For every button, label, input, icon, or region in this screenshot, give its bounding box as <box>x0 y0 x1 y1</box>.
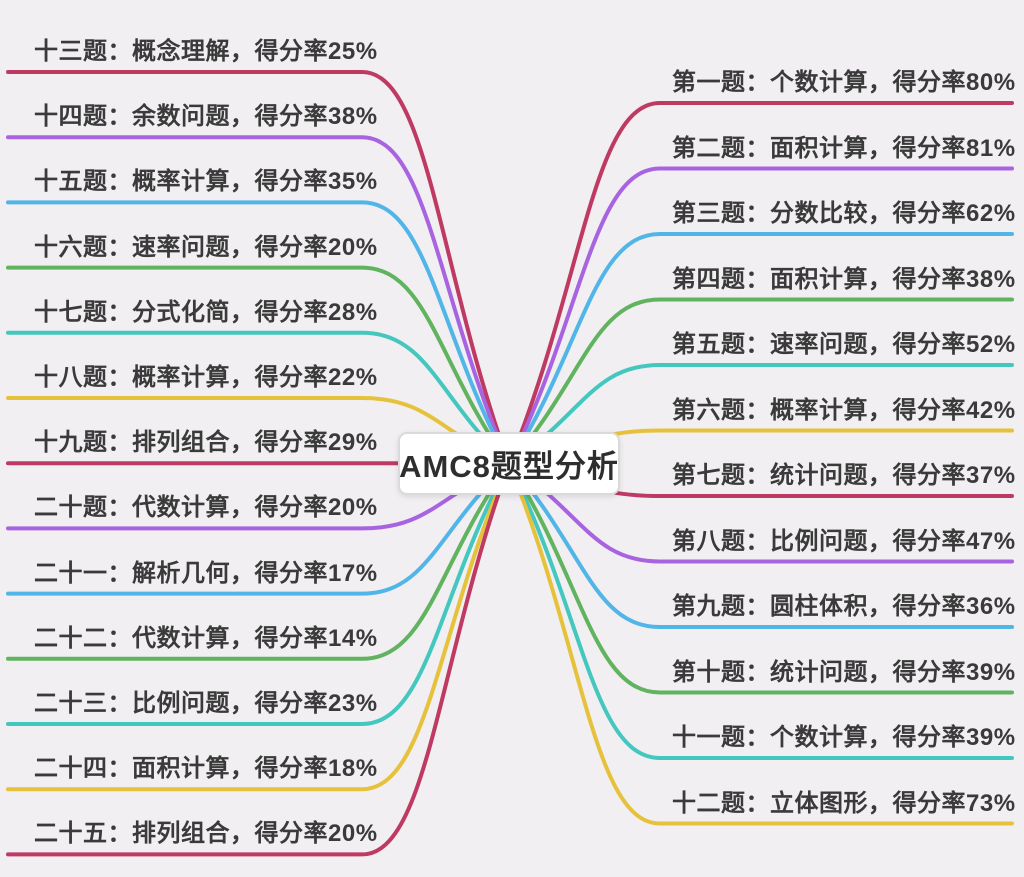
branch-label-right-12[interactable]: 十二题：立体图形，得分率73% <box>672 789 1016 817</box>
branch-label-left-7[interactable]: 十九题：排列组合，得分率29% <box>34 429 378 457</box>
branch-line-left-12 <box>6 462 511 792</box>
branch-label-right-6[interactable]: 第六题：概率计算，得分率42% <box>672 396 1016 424</box>
branch-label-right-10[interactable]: 第十题：统计问题，得分率39% <box>672 658 1016 686</box>
branch-label-right-9[interactable]: 第九题：圆柱体积，得分率36% <box>672 593 1016 620</box>
branch-label-right-1[interactable]: 第一题：个数计算，得分率80% <box>672 69 1016 96</box>
branch-line-right-11 <box>507 462 1014 760</box>
branch-line-right-10 <box>507 462 1014 695</box>
central-topic-label: AMC8题型分析 <box>399 449 619 484</box>
branch-label-left-10[interactable]: 二十二：代数计算，得分率14% <box>34 624 378 652</box>
branch-line-right-2 <box>507 166 1014 466</box>
branch-label-right-3[interactable]: 第三题：分数比较，得分率62% <box>672 200 1016 227</box>
branch-label-left-8[interactable]: 二十题：代数计算，得分率20% <box>34 494 378 522</box>
branch-line-left-10 <box>6 462 511 661</box>
branch-line-left-3 <box>6 200 511 466</box>
branch-line-right-4 <box>507 297 1014 466</box>
branch-line-right-9 <box>507 462 1014 629</box>
branch-label-left-2[interactable]: 十四题：余数问题，得分率38% <box>34 103 378 131</box>
branch-label-right-11[interactable]: 十一题：个数计算，得分率39% <box>672 724 1016 751</box>
branch-label-left-6[interactable]: 十八题：概率计算，得分率22% <box>34 364 378 391</box>
branch-label-left-4[interactable]: 十六题：速率问题，得分率20% <box>34 233 378 261</box>
central-topic[interactable]: AMC8题型分析 <box>398 432 620 495</box>
branch-label-left-1[interactable]: 十三题：概念理解，得分率25% <box>34 38 378 65</box>
branch-label-right-5[interactable]: 第五题：速率问题，得分率52% <box>672 331 1016 358</box>
branch-line-left-1 <box>6 70 511 466</box>
branch-line-left-13 <box>6 462 511 857</box>
branch-label-left-3[interactable]: 十五题：概率计算，得分率35% <box>34 168 378 196</box>
branch-line-right-3 <box>507 232 1014 466</box>
branch-line-left-11 <box>6 462 511 726</box>
branch-label-right-2[interactable]: 第二题：面积计算，得分率81% <box>672 134 1016 162</box>
branch-label-left-11[interactable]: 二十三：比例问题，得分率23% <box>34 690 378 717</box>
branch-label-left-9[interactable]: 二十一：解析几何，得分率17% <box>34 559 378 587</box>
branch-line-right-12 <box>507 462 1014 826</box>
branch-label-right-7[interactable]: 第七题：统计问题，得分率37% <box>672 462 1016 489</box>
branch-line-left-4 <box>6 265 511 466</box>
branch-label-left-12[interactable]: 二十四：面积计算，得分率18% <box>34 755 378 783</box>
branch-line-right-1 <box>507 101 1014 466</box>
branch-label-left-5[interactable]: 十七题：分式化简，得分率28% <box>34 298 378 326</box>
branch-line-left-2 <box>6 135 511 466</box>
branch-label-right-8[interactable]: 第八题：比例问题，得分率47% <box>672 527 1016 555</box>
branch-label-right-4[interactable]: 第四题：面积计算，得分率38% <box>672 265 1016 293</box>
branch-label-left-13[interactable]: 二十五：排列组合，得分率20% <box>34 820 378 848</box>
